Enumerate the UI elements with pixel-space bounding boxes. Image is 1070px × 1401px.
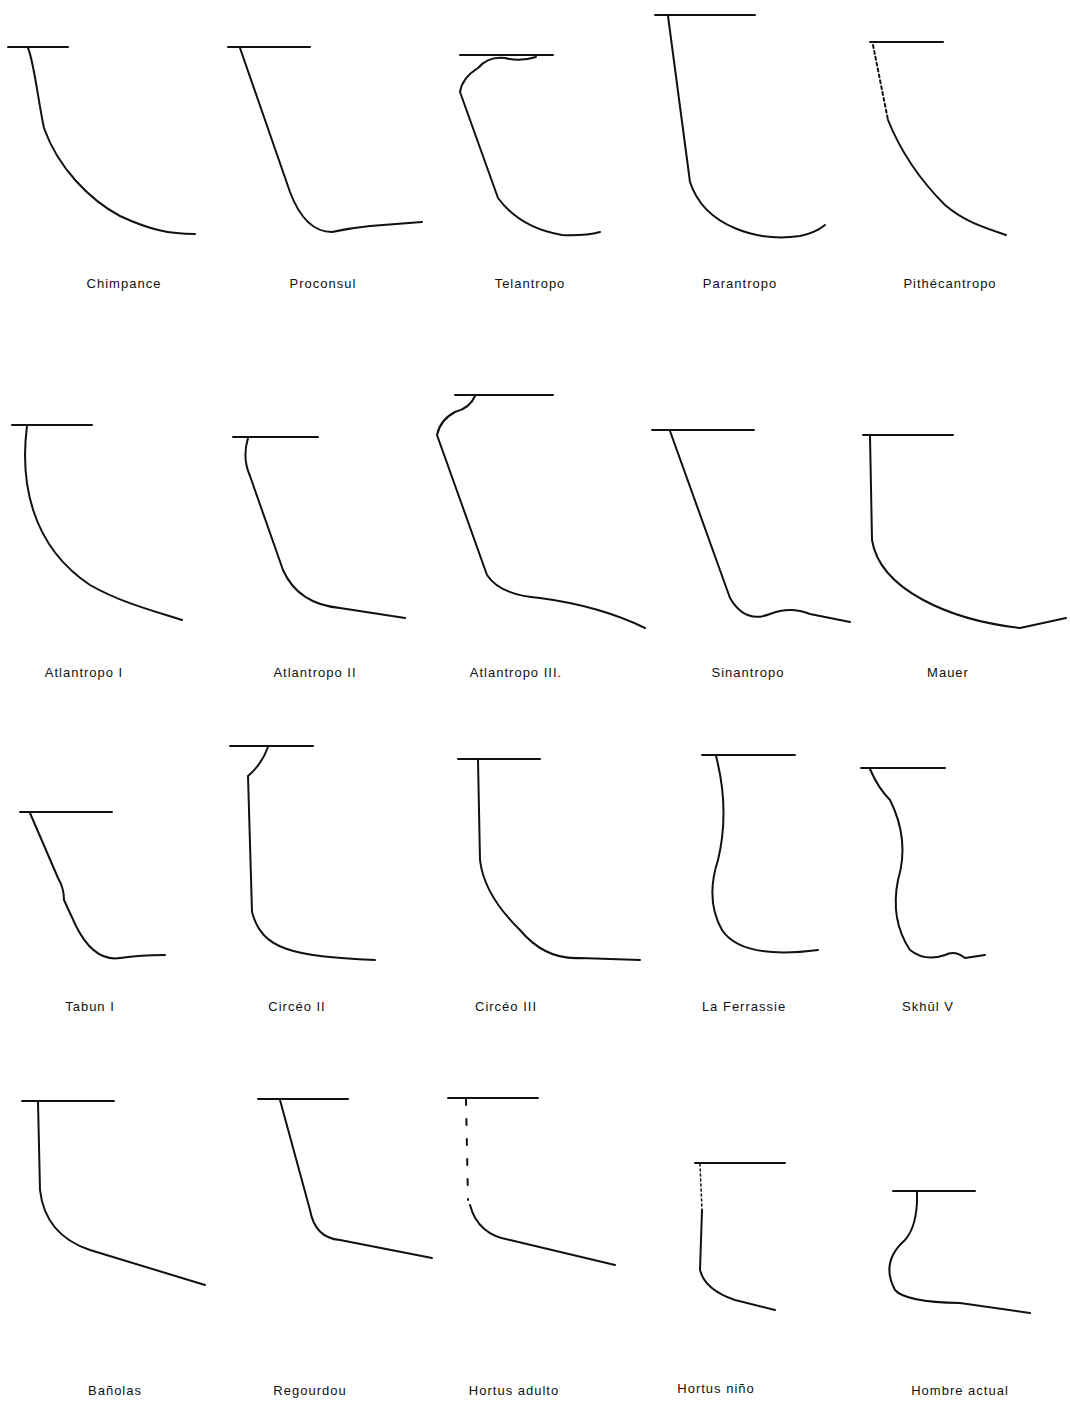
- banolas-profile: [22, 1101, 205, 1285]
- sinantropo-profile: [652, 430, 850, 622]
- specimen-label: Skhūl V: [902, 999, 954, 1014]
- hortus-nino-profile: [695, 1163, 785, 1310]
- specimen-label: Hortus niño: [677, 1381, 754, 1396]
- specimen-label: Chimpance: [87, 276, 162, 291]
- atlantropo-2-profile: [233, 437, 405, 618]
- circeo-2-profile: [230, 746, 375, 960]
- chimpance-profile: [8, 47, 195, 234]
- specimen-label: Circéo II: [268, 999, 325, 1014]
- atlantropo-3-profile: [437, 395, 645, 628]
- parantropo-profile: [655, 15, 825, 237]
- circeo-3-profile: [458, 759, 640, 960]
- specimen-label: Parantropo: [703, 276, 777, 291]
- specimen-label: Bañolas: [88, 1383, 142, 1398]
- specimen-label: Atlantropo I: [45, 665, 124, 680]
- specimen-label: Hombre actual: [911, 1383, 1009, 1398]
- pithecantropo-profile: [870, 42, 1006, 235]
- specimen-label: Pithécantropo: [903, 276, 996, 291]
- skhul-5-profile: [861, 768, 985, 958]
- specimen-label: Mauer: [927, 665, 969, 680]
- specimen-label: La Ferrassie: [702, 999, 786, 1014]
- tabun-1-profile: [20, 812, 165, 958]
- specimen-label: Sinantropo: [712, 665, 785, 680]
- specimen-label: Atlantropo III.: [470, 665, 562, 680]
- atlantropo-1-profile: [12, 425, 182, 620]
- hortus-adulto-profile: [448, 1098, 615, 1265]
- regourdou-profile: [258, 1099, 432, 1258]
- specimen-label: Hortus adulto: [469, 1383, 559, 1398]
- specimen-label: Circéo III: [475, 999, 537, 1014]
- mauer-profile: [863, 435, 1066, 628]
- specimen-label: Tabun I: [65, 999, 115, 1014]
- proconsul-profile: [228, 47, 422, 232]
- specimen-label: Proconsul: [290, 276, 357, 291]
- hombre-actual-profile: [889, 1191, 1030, 1313]
- la-ferrassie-profile: [702, 755, 818, 953]
- specimen-label: Regourdou: [273, 1383, 346, 1398]
- specimen-label: Atlantropo II: [273, 665, 356, 680]
- specimen-label: Telantropo: [495, 276, 566, 291]
- telantropo-profile: [460, 55, 600, 235]
